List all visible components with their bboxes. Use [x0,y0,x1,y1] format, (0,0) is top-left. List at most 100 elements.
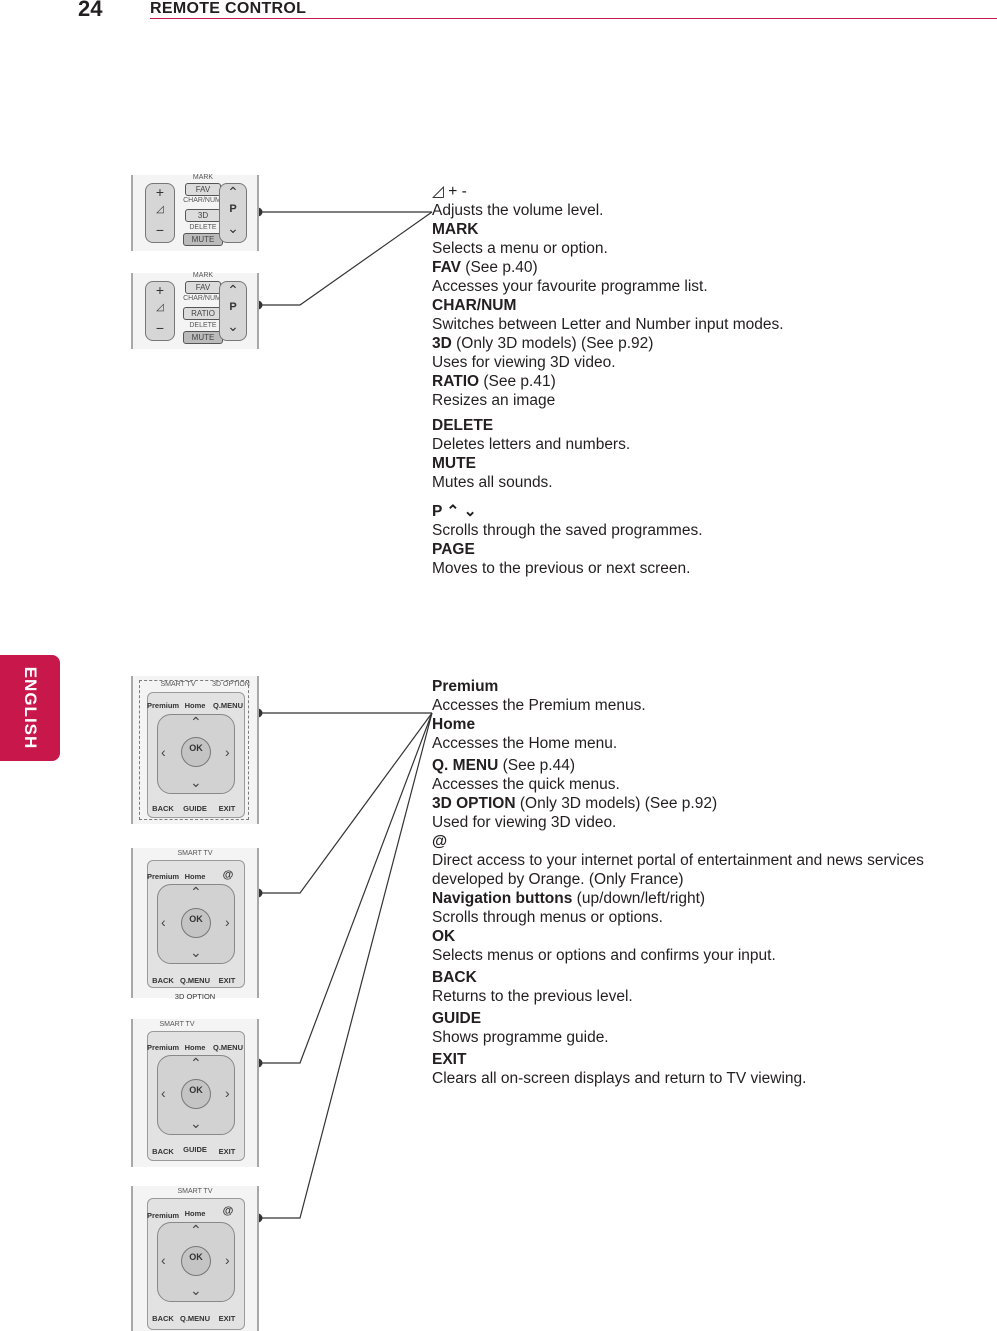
navigation-heading: Navigation buttons (up/down/left/right) [432,889,924,908]
nav-left-icon: ‹ [161,1085,166,1101]
back-name: BACK [432,969,477,986]
guide-button: GUIDE [183,1145,207,1154]
page-name: PAGE [432,541,475,558]
ok-heading: OK [432,927,924,946]
back-button: BACK [152,976,174,985]
mute-heading: MUTE [432,454,784,473]
volume-heading: ◿ + - [432,182,784,201]
nav-up-icon: ⌃ [190,714,202,730]
leader-line-nav-3 [258,712,433,1064]
delete-desc: Deletes letters and numbers. [432,436,631,453]
programme-rocker: ⌃ P ⌄ [219,183,247,243]
ok-button: OK [181,737,211,767]
ok-name: OK [432,928,456,945]
at-desc-2: developed by Orange. (Only France) [432,871,684,888]
ok-desc: Selects menus or options and confirms yo… [432,947,776,964]
3d-name: 3D [432,335,452,352]
mute-button: MUTE [183,233,223,246]
3d-desc: Uses for viewing 3D video. [432,354,616,371]
home-desc: Accesses the Home menu. [432,735,618,752]
charnum-name: CHAR/NUM [432,297,517,314]
at-button: @ [222,1205,234,1217]
nav-left-icon: ‹ [161,744,166,760]
qmenu-heading: Q. MENU (See p.44) [432,756,924,775]
smart-tv-label: SMART TV [177,1188,213,1195]
3d-option-label: 3D OPTION [212,681,250,688]
nav-down-icon: ⌄ [190,1115,202,1131]
qmenu-desc: Accesses the quick menus. [432,776,620,793]
chevron-down-icon: ⌄ [227,318,239,334]
programme-heading: P ⌃ ⌄ [432,502,784,521]
volume-down-icon: − [155,320,165,336]
remote-illustration-nav-3: SMART TV Premium Home Q.MENU ⌃ ⌄ ‹ › OK … [131,1019,259,1167]
3d-option-heading: 3D OPTION (Only 3D models) (See p.92) [432,794,924,813]
remote-illustration-nav-1: SMART TV 3D OPTION Premium Home Q.MENU ⌃… [131,676,259,824]
ratio-name: RATIO [432,373,480,390]
qmenu-name: Q. MENU [432,757,499,774]
3d-option-name: 3D OPTION [432,795,516,812]
mark-desc: Selects a menu or option. [432,240,608,257]
charnum-label: CHAR/NUM [183,197,221,204]
navigation-ref: (up/down/left/right) [572,890,706,907]
volume-rocker: + ◿ − [145,281,175,341]
at-heading: @ [432,832,924,851]
guide-desc: Shows programme guide. [432,1029,609,1046]
volume-up-icon: + [155,184,165,200]
ratio-heading: RATIO (See p.41) [432,372,784,391]
ok-button: OK [181,1079,211,1109]
home-heading: Home [432,715,924,734]
qmenu-button: Q.MENU [213,1043,243,1052]
at-desc: Direct access to your internet portal of… [432,852,924,869]
header-rule [150,18,997,19]
mute-desc: Mutes all sounds. [432,474,553,491]
at-button: @ [222,869,234,881]
fav-button: FAV [185,183,221,196]
programme-rocker: ⌃ P ⌄ [219,281,247,341]
mute-name: MUTE [432,455,476,472]
volume-icon: ◿ [156,204,164,215]
nav-right-icon: › [225,744,230,760]
programme-desc: Scrolls through the saved programmes. [432,522,703,539]
ok-button: OK [181,1246,211,1276]
premium-button: Premium [147,1043,180,1052]
programme-label: P [229,301,237,313]
mark-name: MARK [432,221,479,238]
leader-line-top-b [258,211,433,306]
page-number: 24 [78,0,103,21]
exit-button: EXIT [218,1314,236,1323]
page-heading: PAGE [432,540,784,559]
back-heading: BACK [432,968,924,987]
mark-label: MARK [192,174,214,181]
volume-icon: ◿ [156,302,164,313]
nav-up-icon: ⌃ [190,1055,202,1071]
volume-section-descriptions: ◿ + - Adjusts the volume level. MARK Sel… [432,182,784,578]
page-desc: Moves to the previous or next screen. [432,560,691,577]
qmenu-button: Q.MENU [180,976,210,985]
nav-left-icon: ‹ [161,914,166,930]
remote-illustration-nav-2: SMART TV Premium Home @ ⌃ ⌄ ‹ › OK BACK … [131,848,259,1001]
programme-arrows: ⌃ ⌄ [442,503,477,520]
back-button: BACK [152,804,174,813]
smart-tv-label: SMART TV [160,681,196,688]
delete-name: DELETE [432,417,494,434]
nav-down-icon: ⌄ [190,774,202,790]
nav-right-icon: › [225,1252,230,1268]
mark-heading: MARK [432,220,784,239]
nav-up-icon: ⌃ [190,1222,202,1238]
back-button: BACK [152,1147,174,1156]
fav-ref: (See p.40) [461,259,538,276]
fav-button: FAV [185,281,221,294]
leader-line-nav-4 [258,712,433,1219]
3d-button: 3D [185,209,221,222]
section-title: REMOTE CONTROL [150,0,307,17]
home-button: Home [184,701,206,710]
remote-illustration-nav-4: SMART TV Premium Home @ ⌃ ⌄ ‹ › OK BACK … [131,1186,259,1331]
qmenu-button: Q.MENU [213,701,243,710]
volume-up-icon: + [155,282,165,298]
nav-up-icon: ⌃ [190,884,202,900]
leader-line-nav-2 [258,712,433,894]
3d-heading: 3D (Only 3D models) (See p.92) [432,334,784,353]
exit-name: EXIT [432,1051,467,1068]
charnum-heading: CHAR/NUM [432,296,784,315]
fav-name: FAV [432,259,461,276]
